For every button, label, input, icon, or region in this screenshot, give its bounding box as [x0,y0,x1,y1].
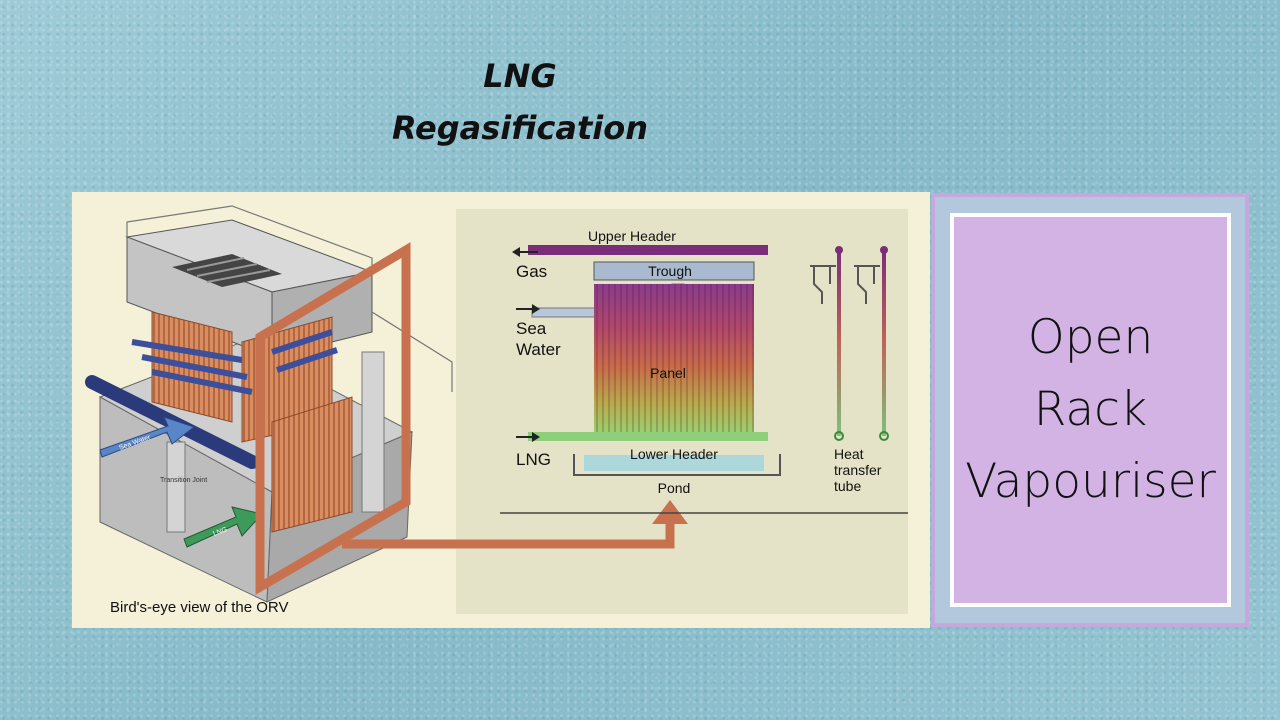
birds-eye-caption: Bird's-eye view of the ORV [110,599,289,616]
orv-schematic: Upper Header Trough Panel Lower Header P… [500,228,908,514]
gas-outlet: Gas [512,247,547,281]
lng-label: LNG [516,450,551,469]
section-callout-arrow [255,242,688,595]
transition-joint-tag: Transition Joint [160,477,207,484]
side-label-line-2: Rack [1033,382,1148,437]
tube-label: tube [834,478,861,494]
side-label-line-3: Vapouriser [965,454,1216,509]
pond-water [584,455,764,471]
lower-header-label: Lower Header [630,446,718,462]
orv-building-illustration: Sea Water LNG Transition Joint [85,205,453,603]
heat-transfer-tubes: Heat transfer tube [810,246,889,494]
lng-inlet: LNG [516,432,551,469]
lower-header-bar [528,432,768,441]
gas-label: Gas [516,262,547,281]
orv-figure: Sea Water LNG Transition Joint Bird's-ey… [72,192,930,628]
title-line-1: LNG [483,57,557,95]
upper-header-bar [528,245,768,255]
trough-box [593,261,755,281]
sea-water-inlet: Sea Water [516,304,561,359]
heat-label: Heat [834,446,864,462]
side-label-card: Open Rack Vapouriser [950,213,1231,607]
title-line-2: Regasification [391,109,649,147]
lng-tag: LNG [212,526,228,538]
upper-header-label: Upper Header [588,228,676,244]
transfer-label: transfer [834,462,882,478]
side-label-line-1: Open [1027,310,1154,365]
orv-diagram: Sea Water LNG Transition Joint Bird's-ey… [85,205,908,616]
water-label: Water [516,340,561,359]
trough-label: Trough [648,263,692,279]
sea-label: Sea [516,319,547,338]
pond-label: Pond [658,480,691,496]
panel-label: Panel [650,365,686,381]
